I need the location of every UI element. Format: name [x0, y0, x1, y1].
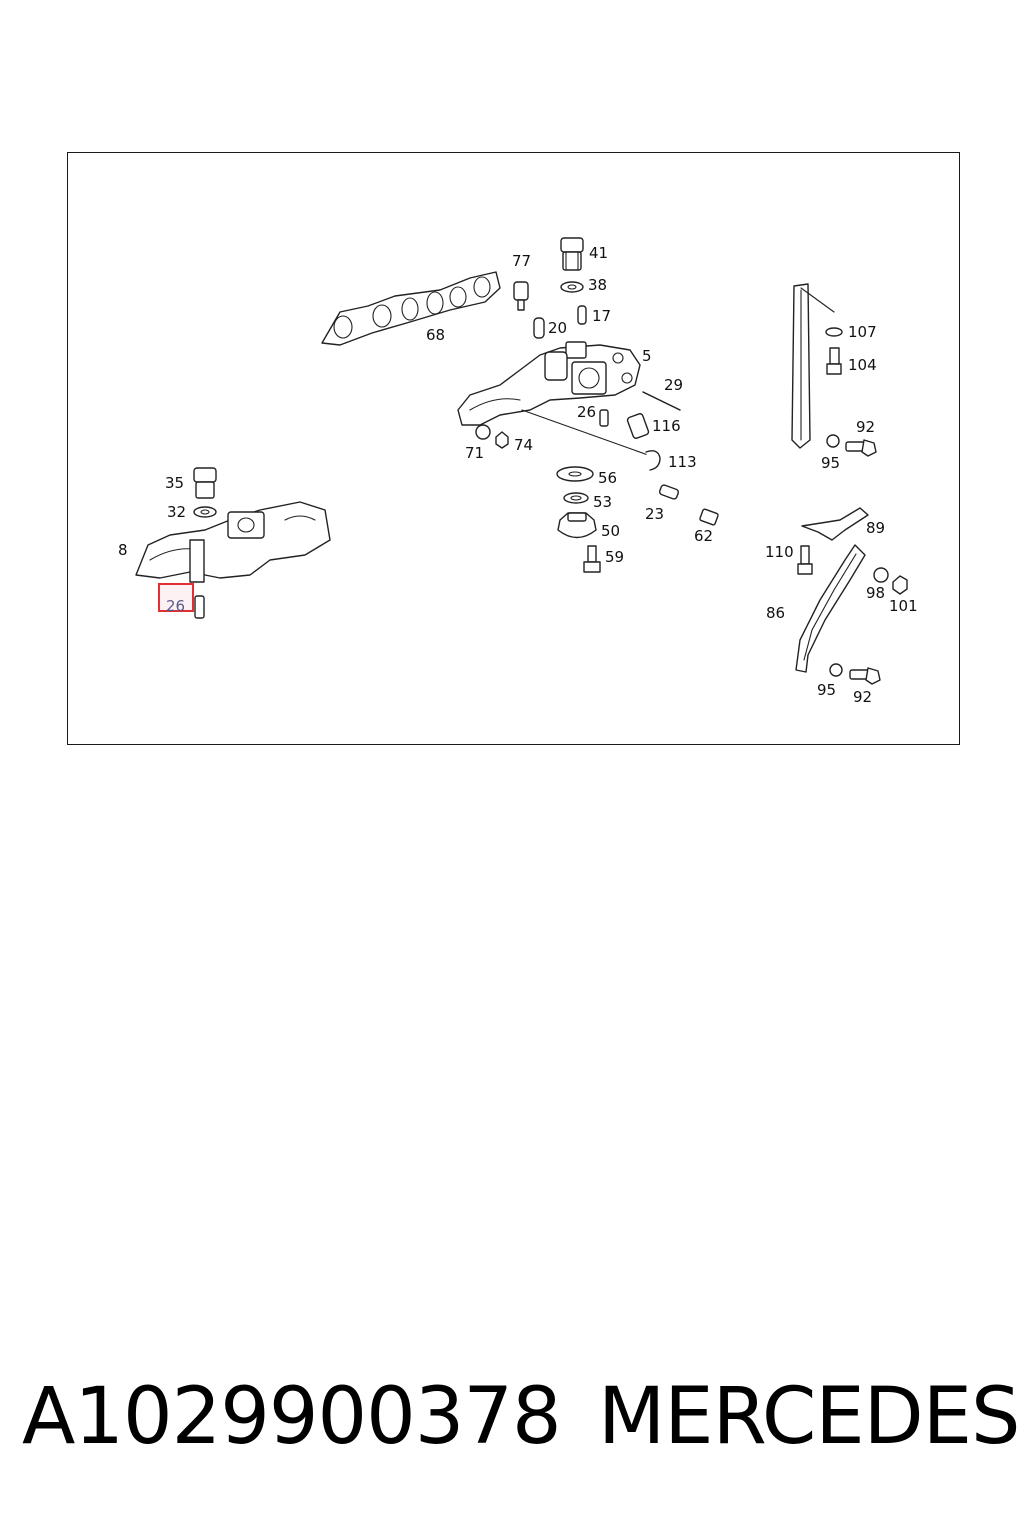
highlight-box[interactable]: [158, 583, 194, 612]
callout-89: 89: [866, 519, 885, 537]
callout-8: 8: [118, 541, 128, 559]
callout-62: 62: [694, 527, 713, 545]
part-23: [658, 484, 680, 500]
part-50: [557, 512, 597, 539]
callout-32: 32: [167, 503, 186, 521]
part-62: [699, 508, 719, 526]
callout-98: 98: [866, 584, 885, 602]
callout-86: 86: [766, 604, 785, 622]
callout-92-lower: 92: [853, 688, 872, 706]
parts-95-92-lower: [829, 663, 881, 685]
callout-17: 17: [592, 307, 611, 325]
callout-68: 68: [426, 326, 445, 344]
bolt-104: [826, 347, 842, 375]
part-17: [577, 305, 587, 325]
part-41: [560, 237, 584, 271]
part-26-lower: [194, 595, 205, 619]
bracket-89: [801, 507, 869, 541]
brand-name: MERCEDES: [598, 1372, 1020, 1462]
part-20: [533, 317, 545, 339]
callout-56: 56: [598, 469, 617, 487]
part-26-upper: [599, 409, 609, 427]
callout-101: 101: [889, 597, 918, 615]
part-35: [193, 467, 217, 499]
washer-53: [563, 492, 589, 504]
callout-26-upper: 26: [577, 403, 596, 421]
gasket-68: [321, 271, 501, 346]
gasket-56: [556, 466, 594, 482]
callout-53: 53: [593, 493, 612, 511]
part-29: [642, 391, 681, 411]
callout-95-upper: 95: [821, 454, 840, 472]
footer: A1029900378 MERCEDES: [0, 1372, 1024, 1472]
rod-113: [521, 409, 661, 471]
callout-23: 23: [645, 505, 664, 523]
bolt-110: [797, 545, 813, 575]
callout-104: 104: [848, 356, 877, 374]
parts-98-101: [873, 567, 908, 595]
callout-113: 113: [668, 453, 697, 471]
callout-71: 71: [465, 444, 484, 462]
washer-38: [560, 281, 584, 293]
part-number: A1029900378: [22, 1372, 562, 1462]
parts-71-74: [475, 424, 509, 449]
callout-38: 38: [588, 276, 607, 294]
callout-41: 41: [589, 244, 608, 262]
callout-95-lower: 95: [817, 681, 836, 699]
callout-20: 20: [548, 319, 567, 337]
part-116: [626, 413, 650, 439]
callout-35: 35: [165, 474, 184, 492]
manifold-5: [457, 341, 641, 426]
highlight-label: 26: [166, 597, 186, 615]
parts-95-92-upper: [826, 434, 877, 457]
strap-86: [795, 544, 866, 673]
washer-32: [193, 506, 217, 518]
callout-74: 74: [514, 436, 533, 454]
callout-116: 116: [652, 417, 681, 435]
callout-92-upper: 92: [856, 418, 875, 436]
callout-50: 50: [601, 522, 620, 540]
callout-110: 110: [765, 543, 794, 561]
callout-77: 77: [512, 252, 531, 270]
part-77: [513, 281, 529, 311]
callout-29: 29: [664, 376, 683, 394]
washer-107: [825, 327, 843, 337]
callout-5: 5: [642, 347, 652, 365]
manifold-8: [135, 501, 331, 583]
callout-107: 107: [848, 323, 877, 341]
bolt-59: [583, 545, 601, 573]
callout-59: 59: [605, 548, 624, 566]
bracket-strap: [791, 283, 835, 449]
